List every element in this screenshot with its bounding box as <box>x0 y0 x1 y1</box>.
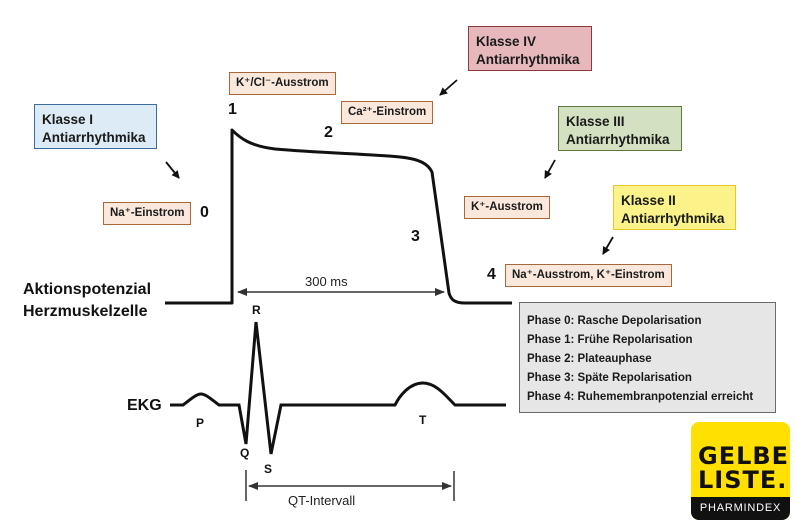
ion-phase3-box: K⁺-Ausstrom <box>464 196 550 219</box>
gelbe-liste-logo: GELBE LISTE. PHARMINDEX <box>691 422 790 520</box>
ion-phase0-box: Na⁺-Einstrom <box>103 202 192 225</box>
logo-line2: LISTE. <box>698 466 788 494</box>
ap-label: Aktionspotenzial Herzmuskelzelle <box>23 279 151 323</box>
logo-yellow-area: GELBE LISTE. <box>691 422 790 497</box>
phase-description-0: Phase 0: Rasche Depolarisation <box>527 315 702 327</box>
klasse-III-box: Klasse III Antiarrhythmika <box>558 106 682 151</box>
phase-number-4: 4 <box>487 266 496 283</box>
klasse-II-title: Klasse II <box>621 193 676 208</box>
ap-label-line2: Herzmuskelzelle <box>23 303 148 320</box>
phase-description-panel: Phase 0: Rasche Depolarisation Phase 1: … <box>519 302 776 413</box>
phase-number-0: 0 <box>200 204 209 221</box>
ekg-wave-P: P <box>196 416 205 430</box>
klasse-III-subtitle: Antiarrhythmika <box>566 132 670 147</box>
klasse-III-title: Klasse III <box>566 114 625 129</box>
ekg-trace <box>170 321 506 455</box>
phase-description-3: Phase 3: Späte Repolarisation <box>527 372 692 384</box>
phase-number-2: 2 <box>324 124 333 141</box>
ion-phase2-box: Ca²⁺-Einstrom <box>341 101 434 124</box>
klasse-IV-subtitle: Antiarrhythmika <box>476 52 580 67</box>
klasse-I-subtitle: Antiarrhythmika <box>42 130 146 145</box>
klasse-IV-box: Klasse IV Antiarrhythmika <box>468 26 592 71</box>
klasse-II-box: Klasse II Antiarrhythmika <box>613 185 736 230</box>
logo-subline: PHARMINDEX <box>691 497 790 520</box>
klasse-IV-arrow <box>439 79 458 96</box>
ekg-wave-T: T <box>419 413 427 427</box>
ekg-label: EKG <box>127 397 162 414</box>
klasse-I-arrow <box>165 161 180 179</box>
ekg-wave-R: R <box>252 303 261 317</box>
klasse-III-arrow <box>544 159 556 179</box>
phase-description-4: Phase 4: Ruhemembranpotenzial erreicht <box>527 391 754 403</box>
logo-line1: GELBE <box>698 442 790 470</box>
ap-duration-label: 300 ms <box>305 274 348 289</box>
klasse-IV-title: Klasse IV <box>476 34 537 49</box>
ap-label-line1: Aktionspotenzial <box>23 281 152 298</box>
qt-interval-label: QT-Intervall <box>288 493 356 508</box>
phase-description-1: Phase 1: Frühe Repolarisation <box>527 334 693 346</box>
phase-number-3: 3 <box>411 228 420 245</box>
ekg-wave-S: S <box>264 462 273 476</box>
ekg-wave-Q: Q <box>240 446 250 460</box>
phase-number-1: 1 <box>228 101 237 118</box>
phase-description-2: Phase 2: Plateauphase <box>527 353 652 365</box>
ion-phase4-box: Na⁺-Ausstrom, K⁺-Einstrom <box>505 264 672 287</box>
klasse-I-title: Klasse I <box>42 112 94 127</box>
ion-phase1-box: K⁺/Cl⁻-Ausstrom <box>229 72 336 95</box>
klasse-II-subtitle: Antiarrhythmika <box>621 211 725 226</box>
klasse-II-arrow <box>602 236 614 255</box>
action-potential-curve <box>165 128 512 305</box>
klasse-I-box: Klasse I Antiarrhythmika <box>34 104 157 149</box>
